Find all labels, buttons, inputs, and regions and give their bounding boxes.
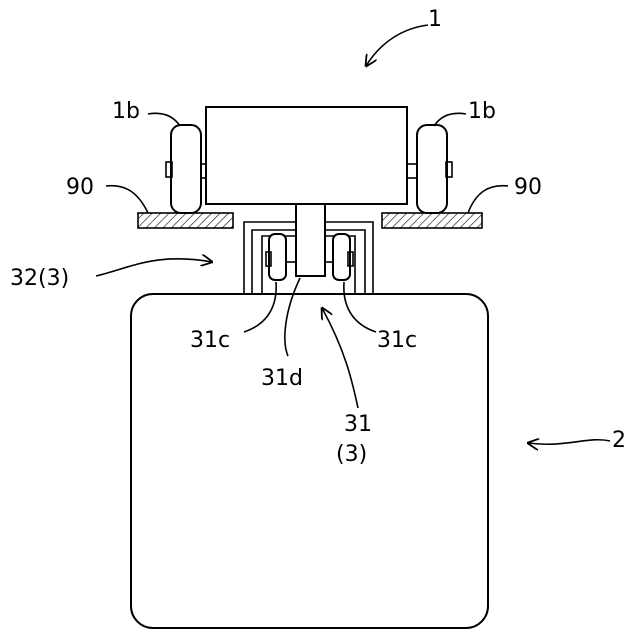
wheel-right — [417, 125, 447, 213]
vehicle-body — [131, 294, 488, 628]
leader-guide — [96, 259, 212, 276]
label-rail-assembly-2: (3) — [336, 442, 367, 467]
label-rail-assembly-1: 31 — [344, 412, 372, 437]
leader-rail-right — [468, 186, 508, 213]
label-roller-right: 31c — [377, 328, 417, 353]
label-device: 1 — [428, 7, 442, 32]
leader-vehicle — [528, 440, 610, 444]
label-vehicle: 2 — [612, 428, 626, 453]
leader-rail-left — [106, 186, 148, 213]
label-wheel-left: 1b — [112, 99, 140, 124]
label-shaft: 31d — [261, 366, 303, 391]
leader-wheel-right — [434, 113, 466, 126]
wheel-left — [171, 125, 201, 213]
label-roller-left: 31c — [190, 328, 230, 353]
label-wheel-right: 1b — [468, 99, 496, 124]
label-rail-left: 90 — [66, 175, 94, 200]
label-guide: 32(3) — [10, 266, 69, 291]
main-body — [206, 107, 407, 204]
shaft — [296, 204, 325, 276]
rail-left — [138, 213, 233, 228]
label-rail-right: 90 — [514, 175, 542, 200]
leader-device — [366, 25, 428, 66]
rail-right — [382, 213, 482, 228]
leader-wheel-left — [148, 113, 180, 126]
